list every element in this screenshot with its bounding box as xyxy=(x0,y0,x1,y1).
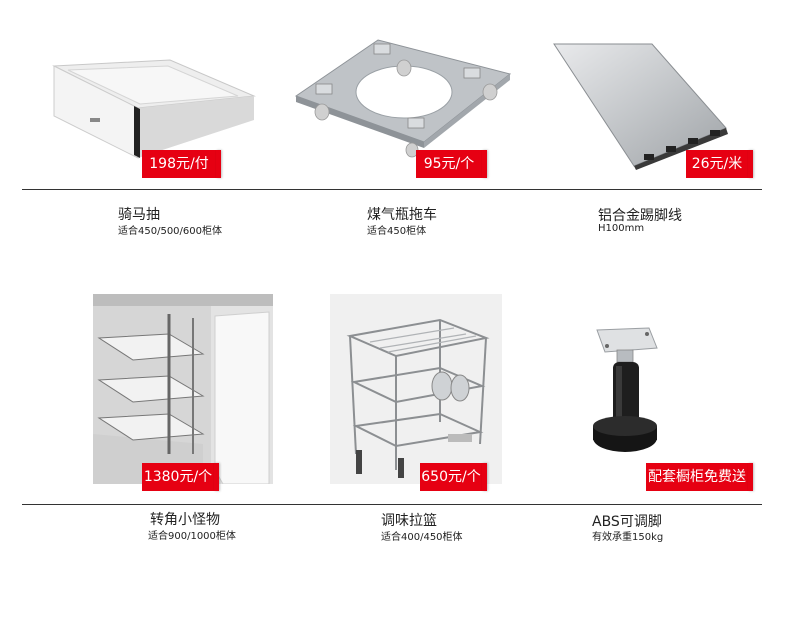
product-spec-skirting: H100mm xyxy=(598,223,645,234)
product-spec-drawer: 适合450/500/600柜体 xyxy=(118,226,222,237)
product-spec-basket: 适合400/450柜体 xyxy=(381,532,463,543)
price-badge-gas-trolley: 95元/个 xyxy=(416,150,487,178)
adjustable-leg-image xyxy=(585,326,665,460)
product-spec-gas-trolley: 适合450柜体 xyxy=(367,226,427,237)
price-badge-skirting: 26元/米 xyxy=(686,150,753,178)
product-name-corner: 转角小怪物 xyxy=(150,512,220,528)
price-badge-corner: 1380元/个 xyxy=(142,463,219,491)
product-spec-corner: 适合900/1000柜体 xyxy=(148,531,236,542)
row-divider-top xyxy=(22,189,762,190)
product-spec-leg: 有效承重150kg xyxy=(592,532,664,543)
product-name-gas-trolley: 煤气瓶拖车 xyxy=(367,207,437,223)
product-name-basket: 调味拉篮 xyxy=(381,513,437,529)
drawer-image xyxy=(50,58,260,168)
aluminum-skirting-image xyxy=(552,42,730,170)
seasoning-basket-image xyxy=(330,294,502,484)
product-name-drawer: 骑马抽 xyxy=(118,207,160,223)
gas-cylinder-trolley-image xyxy=(294,38,514,158)
price-badge-basket: 650元/个 xyxy=(420,463,487,491)
product-name-leg: ABS可调脚 xyxy=(592,514,662,530)
product-name-skirting: 铝合金踢脚线 xyxy=(598,208,682,224)
row-divider-bottom xyxy=(22,504,762,505)
price-badge-leg: 配套橱柜免费送 xyxy=(646,463,753,491)
price-badge-drawer: 198元/付 xyxy=(142,150,221,178)
corner-carousel-image xyxy=(93,294,273,484)
